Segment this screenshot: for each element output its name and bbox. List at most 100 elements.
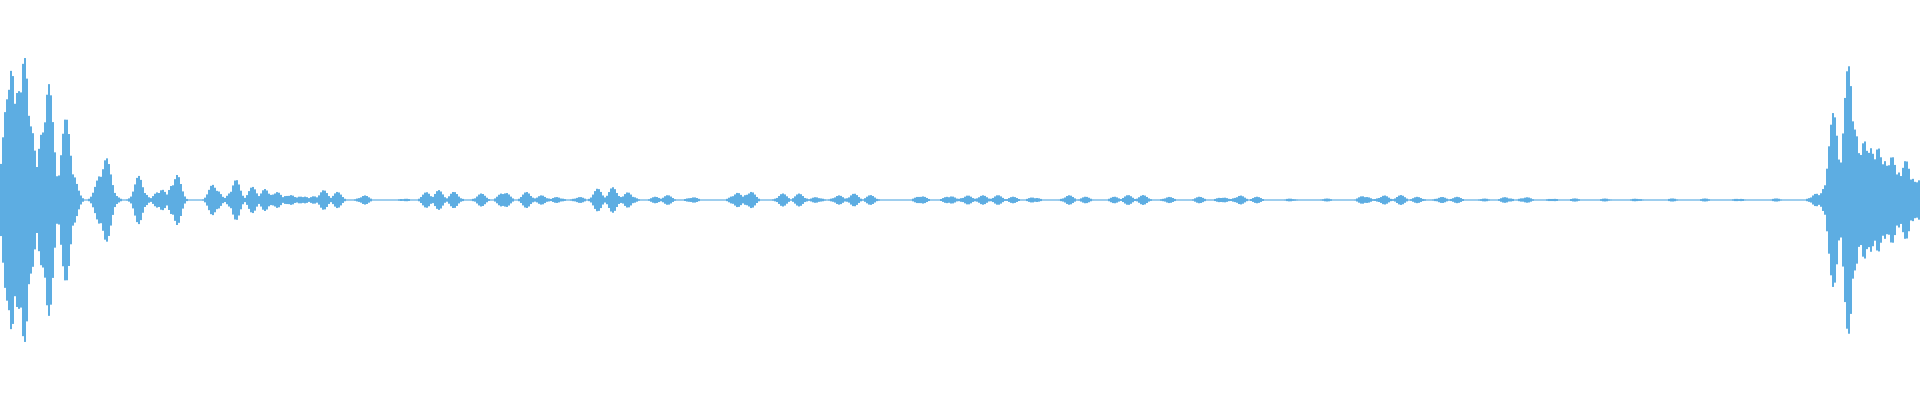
waveform-bar (1680, 199, 1682, 201)
waveform-bar (1046, 199, 1048, 201)
waveform-bar (1760, 199, 1762, 201)
waveform-bar (1600, 199, 1602, 201)
waveform-bar (1242, 196, 1244, 204)
waveform-bar (724, 199, 726, 201)
waveform-bar (254, 189, 256, 211)
waveform-bar (1544, 199, 1546, 201)
waveform-bar (1896, 174, 1898, 226)
waveform-bar (804, 197, 806, 203)
waveform-bar (616, 192, 618, 208)
waveform-bar (488, 199, 490, 201)
waveform-bar (1614, 199, 1616, 201)
waveform-bar (388, 199, 390, 201)
waveform-bar (1468, 199, 1470, 201)
waveform-bar (894, 199, 896, 201)
waveform-bar (364, 195, 366, 205)
waveform-bar (1512, 198, 1514, 202)
waveform-bar (1122, 197, 1124, 203)
waveform-bar (820, 198, 822, 202)
waveform-bar (330, 197, 332, 203)
waveform-bar (550, 198, 552, 202)
waveform-bar (280, 194, 282, 206)
waveform-bar (1174, 198, 1176, 202)
waveform-bar (560, 198, 562, 202)
waveform-bar (592, 194, 594, 206)
waveform-bar (404, 198, 406, 202)
waveform-bar (904, 199, 906, 201)
waveform-bar (654, 196, 656, 204)
waveform-bar (1208, 199, 1210, 201)
waveform-bar (1832, 113, 1834, 287)
waveform-bar (1898, 172, 1900, 228)
waveform-bar (1434, 198, 1436, 202)
waveform-bar (1374, 199, 1376, 201)
waveform-bar (1062, 198, 1064, 202)
waveform-bar (226, 195, 228, 205)
waveform-bar (1666, 199, 1668, 201)
waveform-bar (0, 163, 2, 237)
waveform-bar (346, 199, 348, 201)
waveform-bar (1160, 199, 1162, 201)
waveform-bar (1748, 199, 1750, 201)
waveform-bar (316, 197, 318, 203)
waveform-bar (772, 199, 774, 201)
waveform-bar (650, 198, 652, 202)
waveform-bar (110, 174, 112, 226)
waveform-bar (1040, 198, 1042, 202)
waveform-bar (10, 70, 12, 330)
waveform-bar (1802, 199, 1804, 201)
waveform-bar (1488, 199, 1490, 201)
waveform-bar (98, 176, 100, 224)
waveform-bar (1170, 197, 1172, 203)
waveform-bar (276, 192, 278, 208)
waveform-bar (112, 185, 114, 215)
waveform-bar (824, 199, 826, 201)
waveform-bar (84, 199, 86, 201)
waveform-bar (652, 197, 654, 203)
waveform-bar (624, 194, 626, 206)
waveform-bar (1664, 199, 1666, 201)
waveform-bar (1364, 197, 1366, 203)
waveform-bar (332, 195, 334, 205)
waveform-bar (782, 193, 784, 207)
waveform-bar (272, 194, 274, 206)
waveform-bar (228, 193, 230, 207)
waveform-bar (718, 199, 720, 201)
waveform-bar (1758, 199, 1760, 201)
waveform-bar (576, 197, 578, 203)
waveform-bar (126, 199, 128, 201)
waveform-bar (1250, 199, 1252, 201)
waveform-bar (1756, 199, 1758, 201)
waveform-bar (1298, 199, 1300, 201)
waveform-bar (1356, 198, 1358, 202)
waveform-bar (542, 195, 544, 205)
waveform-bar (1408, 199, 1410, 201)
waveform-bar (936, 199, 938, 201)
waveform-bar (692, 197, 694, 203)
waveform-bar (1828, 146, 1830, 254)
waveform-bar (246, 195, 248, 205)
waveform-bar (1792, 199, 1794, 201)
waveform-bar (554, 197, 556, 203)
waveform-bar (666, 195, 668, 205)
waveform-bar (1590, 199, 1592, 201)
waveform-bar (1034, 198, 1036, 202)
waveform-bar (1306, 199, 1308, 201)
waveform-bar (924, 196, 926, 204)
waveform-bar (1836, 135, 1838, 265)
waveform-bar (1734, 198, 1736, 202)
waveform-bar (1440, 197, 1442, 203)
waveform-bar (80, 195, 82, 205)
waveform-bar (336, 191, 338, 209)
waveform-bar (202, 199, 204, 201)
waveform-bar (546, 198, 548, 202)
waveform-bar (792, 198, 794, 202)
waveform-bar (1112, 196, 1114, 204)
waveform-bar (602, 195, 604, 205)
waveform-bar (1030, 197, 1032, 203)
waveform-bar (1606, 198, 1608, 202)
waveform-bar (1120, 199, 1122, 201)
waveform-bar (1582, 199, 1584, 201)
